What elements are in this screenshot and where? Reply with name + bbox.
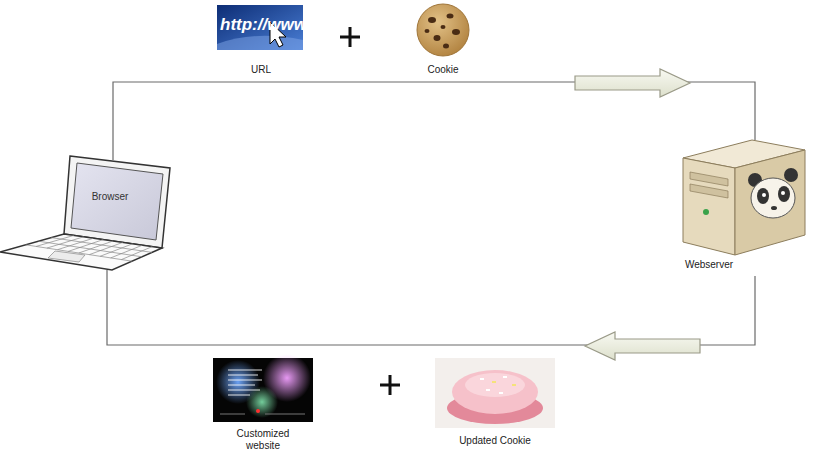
laptop-touchpad (48, 251, 85, 262)
laptop-lid (64, 156, 170, 248)
node-label: Browser (80, 191, 140, 203)
sprinkle (492, 381, 496, 383)
panda-nose (771, 206, 777, 210)
keyboard-keys (26, 235, 153, 261)
connector-line (107, 270, 755, 345)
cookie-image (417, 4, 469, 56)
chocolate-chip (452, 29, 460, 35)
chocolate-chip (425, 29, 430, 33)
cupcake-image (435, 358, 555, 428)
browser-laptop: Browser (0, 160, 172, 270)
node-label: Webserver (673, 259, 745, 271)
cupcake-image-node: Updated Cookie (432, 355, 558, 450)
cookie-body (417, 4, 469, 56)
website-glow (246, 386, 278, 418)
sprinkle (486, 389, 490, 391)
url-image-background (217, 5, 303, 50)
chocolate-chip (443, 44, 449, 49)
chocolate-chip (447, 14, 454, 19)
node-label: Cookie (410, 64, 476, 76)
website-footer (220, 414, 305, 415)
chocolate-chip (441, 25, 446, 29)
cookie-image-node: Cookie (410, 3, 476, 78)
panda-eye (762, 193, 766, 197)
cupcake-frosting (452, 370, 538, 414)
website-image (213, 354, 313, 422)
sprinkle (503, 376, 507, 378)
panda-eye (781, 191, 785, 195)
url-image (217, 5, 303, 50)
panda-eye-patch (778, 186, 790, 202)
drive-bay (690, 172, 728, 186)
chocolate-chip (434, 35, 441, 41)
website-dot (256, 409, 260, 413)
power-light (703, 209, 709, 215)
block-arrow (575, 69, 690, 97)
sprinkle (480, 378, 484, 380)
website-image-node: Customized website (210, 355, 316, 453)
node-label: Customized website (228, 428, 298, 452)
sprinkle (512, 384, 516, 386)
chocolate-chip (428, 17, 436, 23)
panda-ear (784, 168, 798, 182)
url-image-node: http://wwwURL (215, 3, 307, 78)
website-text-lines (228, 370, 262, 395)
laptop-screen (71, 163, 163, 240)
server-illustration (683, 140, 805, 255)
node-label: URL (215, 64, 307, 76)
url-image-swoosh (217, 36, 303, 50)
block-arrow (585, 332, 700, 360)
connector-line (113, 82, 755, 160)
request-connector (113, 69, 755, 160)
response-connector (107, 270, 755, 360)
node-label: Updated Cookie (432, 435, 558, 447)
laptop-illustration (0, 156, 170, 270)
server-front (683, 158, 735, 255)
laptop-base (0, 234, 162, 270)
webserver-machine: Webserver (670, 140, 810, 276)
drive-bay (690, 184, 728, 198)
plus-sign (340, 27, 360, 47)
plus-sign (380, 375, 400, 395)
node-label: http://www (220, 15, 304, 35)
server-side (735, 150, 805, 255)
panda-eye-patch (757, 188, 769, 204)
panda-face (751, 178, 795, 218)
cupcake-background (435, 358, 555, 428)
sprinkle (499, 392, 503, 394)
cupcake-frosting-top (465, 373, 525, 397)
